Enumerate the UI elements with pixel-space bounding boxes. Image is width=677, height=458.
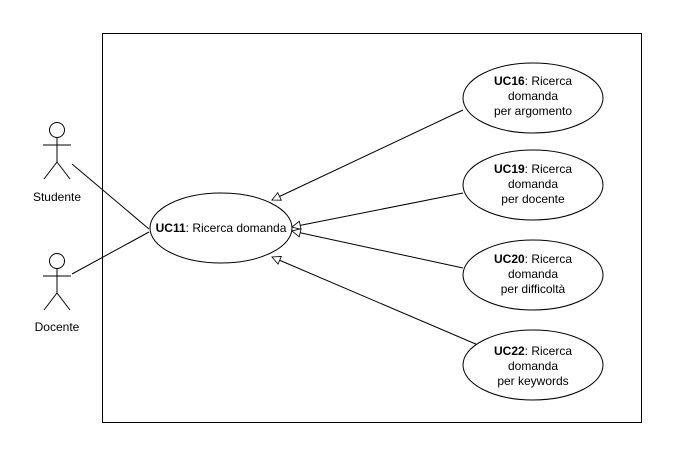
use-case-uc19[interactable]: UC19: Ricerca domanda per docente [462, 149, 604, 221]
actor-head [49, 122, 65, 138]
actor-label: Docente [35, 320, 80, 334]
actor-right-leg [56, 292, 71, 311]
use-case-ellipse [462, 149, 604, 221]
use-case-line: domanda [508, 359, 558, 373]
use-case-title: : Ricerca domanda [186, 221, 287, 235]
actor-left-leg [43, 292, 58, 311]
use-case-code: UC11 [156, 221, 186, 235]
use-case-label: UC20: Ricerca [494, 252, 572, 266]
use-case-line: domanda [508, 267, 558, 281]
use-case-line: : Ricerca [525, 162, 573, 176]
use-case-line: per docente [501, 192, 565, 206]
association-docente-uc11 [71, 231, 150, 275]
use-case-line: domanda [508, 177, 558, 191]
use-case-line: per difficoltà [501, 282, 566, 296]
actor-studente[interactable]: Studente [33, 122, 81, 205]
use-case-ellipse [149, 192, 293, 264]
use-case-line: per keywords [497, 374, 568, 388]
use-case-ellipse [462, 239, 604, 311]
association-studente-uc11 [71, 163, 150, 230]
use-case-line: : Ricerca [525, 344, 573, 358]
generalization-uc16 [272, 109, 464, 200]
actor-left-leg [43, 161, 58, 180]
use-case-label: UC19: Ricerca [494, 162, 572, 176]
generalization-uc20 [292, 231, 464, 269]
actor-right-leg [56, 161, 71, 180]
actor-docente[interactable]: Docente [35, 253, 80, 335]
use-case-label: UC16: Ricerca [494, 74, 572, 88]
use-case-label: UC11: Ricerca domanda [156, 221, 287, 235]
use-case-code: UC20 [494, 252, 525, 266]
use-case-code: UC22 [494, 344, 525, 358]
use-case-code: UC19 [494, 162, 525, 176]
use-case-uc20[interactable]: UC20: Ricerca domanda per difficoltà [462, 239, 604, 311]
generalization-uc19 [292, 192, 464, 227]
use-case-line: : Ricerca [525, 74, 573, 88]
use-case-ellipse [462, 329, 604, 401]
use-case-code: UC16 [494, 74, 525, 88]
use-case-uc11[interactable]: UC11: Ricerca domanda [149, 192, 293, 264]
use-case-uc16[interactable]: UC16: Ricerca domanda per argomento [462, 62, 604, 134]
actor-label: Studente [33, 190, 81, 204]
generalization-uc22 [272, 257, 479, 346]
actor-head [49, 253, 65, 269]
use-case-line: : Ricerca [525, 252, 573, 266]
use-case-line: domanda [508, 89, 558, 103]
use-case-label: UC22: Ricerca [494, 344, 572, 358]
use-case-line: per argomento [494, 104, 572, 118]
use-case-ellipse [462, 62, 604, 134]
use-case-uc22[interactable]: UC22: Ricerca domanda per keywords [462, 329, 604, 401]
